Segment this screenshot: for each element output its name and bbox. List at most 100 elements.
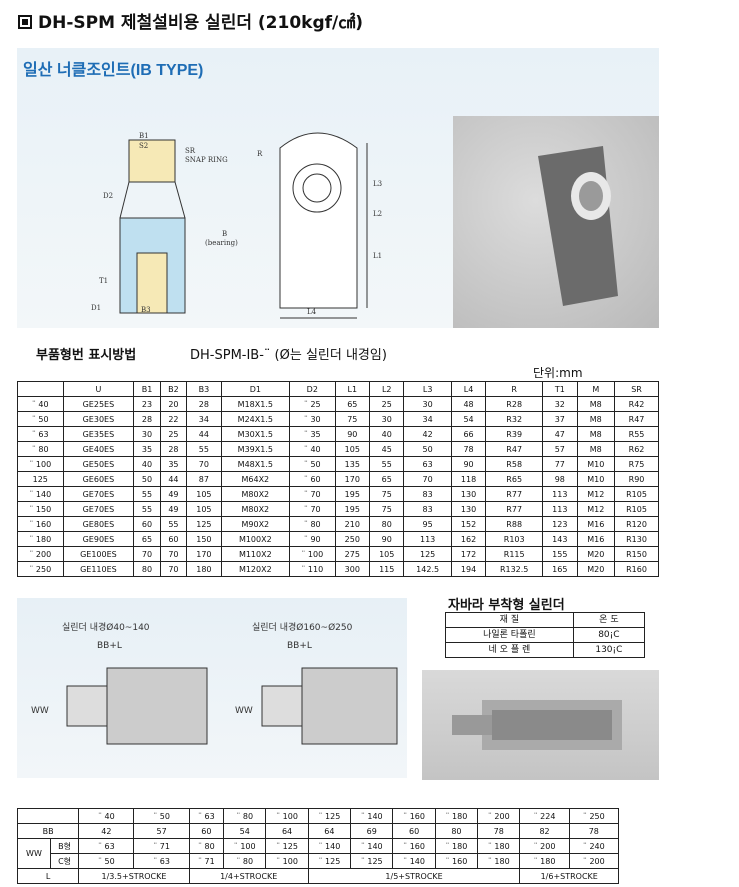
table-cell: 98 — [542, 471, 578, 487]
table-cell: M16 — [576, 516, 616, 532]
header-cell: T1 — [542, 381, 578, 397]
table-cell: 77 — [542, 456, 578, 472]
table-cell: R47 — [614, 411, 659, 427]
lbl-sr: SR — [185, 147, 196, 155]
c-cell: ¨ 100 — [265, 853, 309, 869]
table-cell: R58 — [485, 456, 544, 472]
table-cell: ¨ 25 — [289, 396, 336, 412]
bore-cell: ¨ 125 — [307, 808, 352, 824]
b-cell: ¨ 63 — [78, 838, 135, 854]
lbl-r: R — [257, 150, 263, 158]
table-cell: 130 — [450, 486, 487, 502]
table-cell: R77 — [485, 486, 544, 502]
lbl-b3: B3 — [141, 306, 151, 314]
table-cell: M10 — [576, 456, 616, 472]
table-cell: M110X2 — [220, 546, 291, 562]
c-cell: ¨ 63 — [133, 853, 190, 869]
table-cell: GE30ES — [62, 411, 135, 427]
table-cell: M30X1.5 — [220, 426, 291, 442]
table-cell: M12 — [576, 486, 616, 502]
table-cell: ¨ 35 — [289, 426, 336, 442]
table-cell: ¨ 70 — [289, 501, 336, 517]
c-cell: ¨ 50 — [78, 853, 135, 869]
bb-cell: 64 — [265, 823, 309, 839]
table-cell: 63 — [403, 456, 452, 472]
bb-cell: 54 — [223, 823, 267, 839]
table-cell: 48 — [450, 396, 487, 412]
table-row: ¨ 40¨ 50¨ 63¨ 80¨ 100¨ 125¨ 140¨ 160¨ 18… — [16, 808, 620, 824]
header-cell: B2 — [159, 381, 188, 397]
header-cell: M — [576, 381, 616, 397]
table-cell: R62 — [614, 441, 659, 457]
knuckle-schematic: B1 S2 SR SNAP RING D2 B (bearing) T1 D1 … — [91, 132, 382, 319]
table-cell: R32 — [485, 411, 544, 427]
bore-cell: ¨ 200 — [477, 808, 521, 824]
table-cell: 70 — [186, 456, 222, 472]
table-cell: M90X2 — [220, 516, 291, 532]
table-cell: 83 — [403, 486, 452, 502]
bore-cell: ¨ 50 — [133, 808, 190, 824]
header-cell: L1 — [334, 381, 371, 397]
b-cell: ¨ 160 — [392, 838, 436, 854]
b-cell: ¨ 71 — [133, 838, 190, 854]
square-bullet-icon — [18, 15, 32, 29]
bb-cell: 64 — [307, 823, 352, 839]
ww2: WW — [235, 706, 253, 716]
table-cell: M18X1.5 — [220, 396, 291, 412]
table-cell: GE40ES — [62, 441, 135, 457]
table-cell: 194 — [450, 561, 487, 577]
blank-cell — [16, 808, 80, 824]
table-cell: M80X2 — [220, 501, 291, 517]
table-cell: 70 — [133, 546, 161, 562]
table-cell: 25 — [159, 426, 188, 442]
l-label: L — [16, 868, 80, 884]
table-cell: 55 — [186, 441, 222, 457]
table-cell: M12 — [576, 501, 616, 517]
table-cell: 25 — [368, 396, 405, 412]
table-cell: R42 — [614, 396, 659, 412]
table-cell: 78 — [450, 441, 487, 457]
lbl-snap: SNAP RING — [185, 156, 228, 164]
c-cell: ¨ 200 — [568, 853, 620, 869]
bb2: BB+L — [287, 641, 312, 651]
table-cell: ¨ 70 — [289, 486, 336, 502]
table-cell: 온 도 — [572, 612, 646, 628]
table-cell: 37 — [542, 411, 578, 427]
table-cell: 40 — [133, 456, 161, 472]
bellows-schematic: 실린더 내경Ø40~140 실린더 내경Ø160~Ø250 BB+L BB+L … — [31, 621, 398, 745]
table-cell: 65 — [133, 531, 161, 547]
table-cell: M16 — [576, 531, 616, 547]
lbl-b1: B1 — [139, 132, 149, 140]
l-cell: 1/5+STROCKE — [307, 868, 521, 884]
table-cell: 나일론 타폴린 — [445, 627, 574, 643]
table-cell: R160 — [614, 561, 659, 577]
table-cell: 170 — [186, 546, 222, 562]
title-text: DH-SPM 제철설비용 실린더 (210kgf/㎠) — [38, 13, 363, 33]
table-cell: 54 — [450, 411, 487, 427]
table-cell: 152 — [450, 516, 487, 532]
table-cell: R90 — [614, 471, 659, 487]
table-cell: 195 — [334, 486, 371, 502]
table-cell: R55 — [614, 426, 659, 442]
table-cell: 150 — [186, 531, 222, 547]
table-cell: R132.5 — [485, 561, 544, 577]
table-cell: ¨ 100 — [289, 546, 336, 562]
bb1: BB+L — [97, 641, 122, 651]
lbl-b: B — [222, 230, 227, 238]
table-cell: 162 — [450, 531, 487, 547]
table-cell: 35 — [159, 456, 188, 472]
table-cell: 28 — [133, 411, 161, 427]
table-cell: 180 — [186, 561, 222, 577]
table-cell: GE70ES — [62, 501, 135, 517]
table-cell: 142.5 — [403, 561, 452, 577]
table-cell: 105 — [186, 501, 222, 517]
table-cell: 60 — [133, 516, 161, 532]
bb-cell: 80 — [434, 823, 479, 839]
table-cell: 118 — [450, 471, 487, 487]
table-cell: ¨ 150 — [17, 501, 64, 517]
